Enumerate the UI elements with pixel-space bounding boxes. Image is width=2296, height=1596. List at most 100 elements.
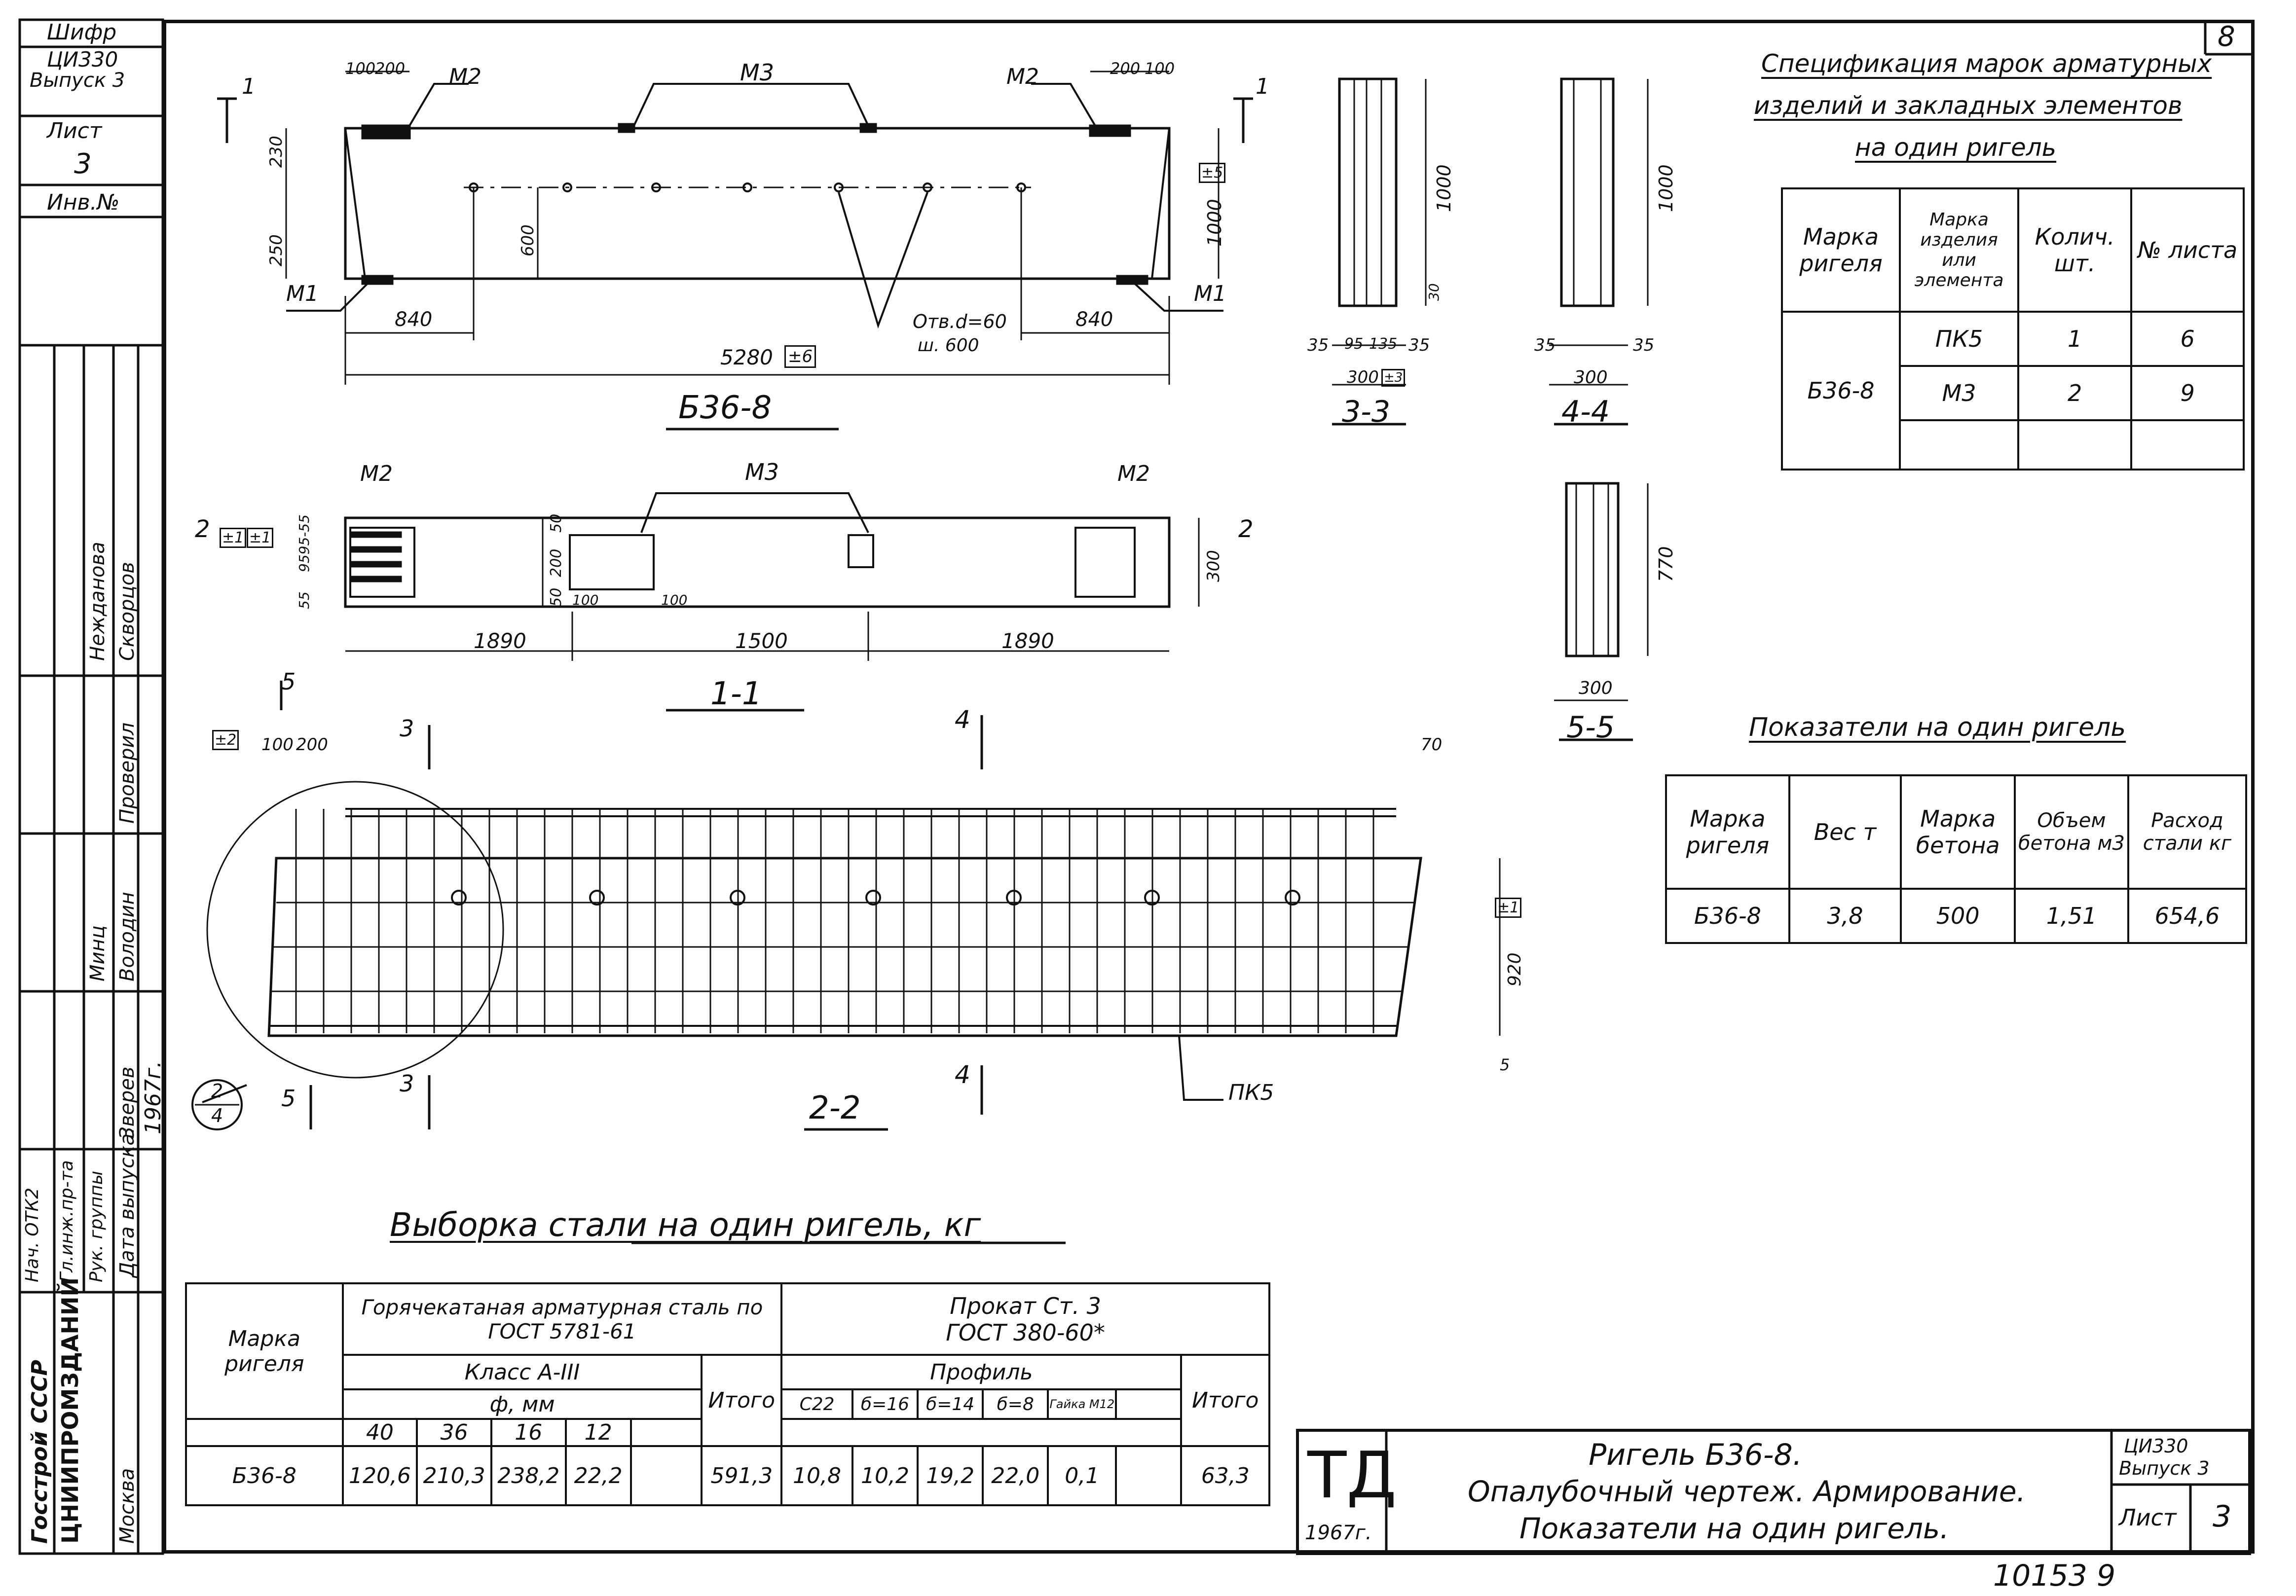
dim-5280: 5280 xyxy=(720,345,773,369)
cut-3-top: 3 xyxy=(400,715,414,742)
steel-rolled-value: 0,1 xyxy=(1047,1445,1117,1506)
steel-rebar-value: 22,2 xyxy=(564,1445,632,1506)
dim-5: 5 xyxy=(1500,1055,1510,1074)
dim-770: 770 xyxy=(1655,546,1677,582)
steel-class: Класс А-III xyxy=(341,1354,703,1390)
spec-row-sheet: 6 xyxy=(2130,311,2245,367)
spec-empty-cell xyxy=(2017,419,2133,471)
steel-empty-cell xyxy=(780,1418,1183,1447)
girder-plan xyxy=(344,516,1171,608)
dim-1000-s3: 1000 xyxy=(1433,164,1455,212)
td-logo-year: 1967г. xyxy=(1305,1522,1372,1544)
steel-empty-cell xyxy=(1115,1388,1183,1420)
role-3: Рук. группы xyxy=(86,1170,107,1282)
view-4-4-title: 4-4 xyxy=(1561,395,1610,429)
dim-100-left: 100 xyxy=(345,59,376,78)
s3-dim-135: 135 xyxy=(1369,335,1398,353)
steel-rolled-total-head: Итого xyxy=(1180,1354,1270,1447)
steel-title: Выборка стали на один ригель, кг xyxy=(390,1206,981,1244)
steel-rolled-value: 10,8 xyxy=(780,1445,853,1506)
steel-rebar-col: 16 xyxy=(490,1418,567,1447)
view-1-1-title: 1-1 xyxy=(710,676,762,712)
cipher-label: Шифр xyxy=(47,20,117,45)
plan-mark-m3: М3 xyxy=(745,459,779,485)
tol-1-22: ±1 xyxy=(1495,898,1522,918)
signature-name-5: Володин xyxy=(116,892,139,981)
dim-1000-elev: 1000 xyxy=(1204,199,1225,247)
steel-rebar-col: 40 xyxy=(341,1418,418,1447)
plan-mark-m2-left: М2 xyxy=(360,461,393,486)
title-line-1: Ригель Б36-8. xyxy=(1589,1438,1802,1472)
cut-1-left: 1 xyxy=(242,74,256,99)
s3-dim-300: 300 xyxy=(1347,367,1379,387)
signature-name-1: Неждановa xyxy=(86,542,109,661)
steel-head-rolled-1: Прокат Ст. 3 xyxy=(950,1292,1101,1319)
dim-50-bottom: 50 xyxy=(548,587,565,607)
title-line-2: Опалубочный чертеж. Армирование. xyxy=(1468,1475,2026,1508)
cut-2-left: 2 xyxy=(195,515,210,543)
ind-head-volume: Объем бетона м3 xyxy=(2014,774,2129,890)
mark-m2-right: М2 xyxy=(1006,64,1039,89)
spec-table: Марка ригеля Марка изделия или элемента … xyxy=(1780,187,2245,471)
stamp-sheet-no: 3 xyxy=(74,148,92,180)
node-ref-bottom: 4 xyxy=(211,1105,223,1126)
dim-230: 230 xyxy=(266,136,286,168)
view-2-2-title: 2-2 xyxy=(809,1090,861,1126)
steel-rolled-col: б=16 xyxy=(851,1388,919,1420)
release-date-label: Дата выпуска: xyxy=(116,1126,139,1277)
tol-1-plan-b: ±1 xyxy=(247,528,274,548)
dim-200-plan: 200 xyxy=(548,548,565,577)
title-line-3: Показатели на один ригель. xyxy=(1519,1512,1949,1545)
view-3-3-title: 3-3 xyxy=(1342,395,1390,429)
ind-head-steel: Расход стали кг xyxy=(2127,774,2248,890)
section-5-5 xyxy=(1565,482,1620,657)
signature-name-3: Проверил xyxy=(116,722,139,824)
dim-1000-s4: 1000 xyxy=(1655,164,1677,212)
cut-3-bottom: 3 xyxy=(400,1070,414,1097)
steel-rolled-col: б=8 xyxy=(982,1388,1049,1420)
elevation-title: Б36-8 xyxy=(678,390,772,426)
cut-5-bottom: 5 xyxy=(281,1085,296,1112)
dim-300-plan: 300 xyxy=(1204,550,1223,582)
mark-m3-elev: М3 xyxy=(740,59,774,86)
spec-empty-cell xyxy=(2130,419,2245,471)
dim-30: 30 xyxy=(1426,283,1442,301)
steel-rolled-value: 22,0 xyxy=(982,1445,1049,1506)
steel-head-rolled: Прокат Ст. 3 ГОСТ 380-60* xyxy=(780,1282,1270,1356)
tol-5: ±5 xyxy=(1199,163,1226,183)
dim-100-plan-b: 100 xyxy=(661,592,688,608)
org-institute: ЦНИИПРОМЗДАНИЙ xyxy=(57,1277,83,1544)
spec-row-sheet: 9 xyxy=(2130,365,2245,421)
steel-rebar-value: 238,2 xyxy=(490,1445,567,1506)
stamp-issue: Выпуск 3 xyxy=(30,69,125,92)
dim-55: 55 xyxy=(296,591,312,609)
ind-girder: Б36-8 xyxy=(1665,888,1790,944)
dim-200-22: 200 xyxy=(296,735,328,755)
archive-number: 10153 9 xyxy=(1993,1559,2116,1593)
steel-empty-cell xyxy=(630,1418,703,1447)
s3-tol-3: ±3 xyxy=(1381,369,1406,387)
steel-rolled-col: С22 xyxy=(780,1388,853,1420)
spec-head-qty: Колич. шт. xyxy=(2017,187,2133,313)
role-2: Гл.инж.пр-та xyxy=(57,1160,77,1282)
steel-rebar-total-head: Итого xyxy=(701,1354,783,1447)
steel-row-girder: Б36-8 xyxy=(185,1445,344,1506)
spec-empty-cell xyxy=(1899,419,2019,471)
steel-rolled-col: Гайка М12 xyxy=(1047,1388,1117,1420)
s4-dim-300: 300 xyxy=(1574,367,1608,388)
steel-empty-cell xyxy=(1115,1445,1183,1506)
steel-rebar-value: 120,6 xyxy=(341,1445,418,1506)
ind-head-weight: Вес т xyxy=(1788,774,1902,890)
girder-elevation xyxy=(344,127,1171,280)
cut-5-top: 5 xyxy=(281,668,296,695)
cut-2-right: 2 xyxy=(1238,515,1254,543)
tb-sheet-label: Лист xyxy=(2119,1504,2177,1531)
spec-head-item: Марка изделия или элемента xyxy=(1899,187,2019,313)
spec-row-qty: 2 xyxy=(2017,365,2133,421)
tol-6: ±6 xyxy=(784,345,816,368)
release-date-value: 1967г. xyxy=(141,1060,166,1134)
s4-dim-35-left: 35 xyxy=(1534,335,1556,355)
hole-step: ш. 600 xyxy=(918,335,979,356)
mark-pk5: ПК5 xyxy=(1228,1080,1274,1105)
cut-1-right: 1 xyxy=(1256,74,1269,99)
